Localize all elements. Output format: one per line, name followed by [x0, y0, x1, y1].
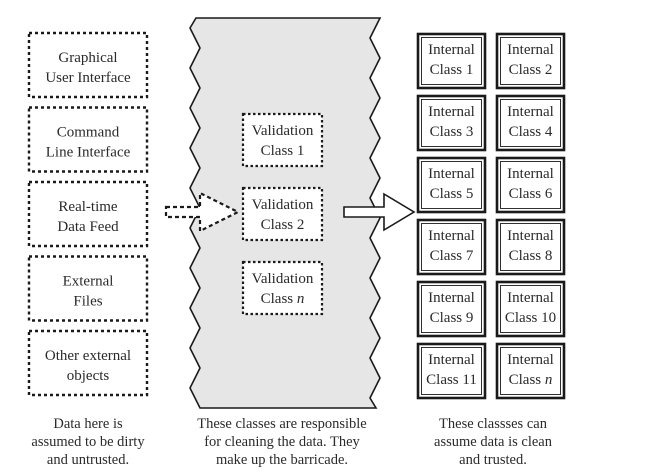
- internal-class-label: Internal: [428, 290, 475, 306]
- caption-line: assumed to be dirty: [31, 434, 145, 450]
- caption-line: and untrusted.: [47, 452, 129, 468]
- internal-class-label: Class 10: [505, 310, 556, 326]
- caption-line: These classses can: [439, 416, 548, 432]
- internal-class-label: Class 3: [430, 124, 474, 140]
- source-label: Command: [57, 125, 120, 141]
- clean-data-arrow: [343, 192, 416, 232]
- source-label: Data Feed: [57, 219, 119, 235]
- internal-class-label: Internal: [507, 104, 554, 120]
- internal-class-label: Class 5: [430, 186, 474, 202]
- source-label: External: [63, 274, 114, 290]
- validation-class-label: Validation: [252, 271, 314, 287]
- internal-class-label: Class 2: [509, 62, 553, 78]
- internal-class-label: Class 6: [509, 186, 553, 202]
- internal-class-label: Class 4: [509, 124, 553, 140]
- internal-class-label: Class 9: [430, 310, 474, 326]
- source-box: Other external objects: [27, 329, 149, 397]
- source-label: Line Interface: [46, 145, 131, 161]
- validation-class-label: Validation: [252, 197, 314, 213]
- internal-class-label: Internal: [428, 352, 475, 368]
- internal-class-label: Internal: [428, 42, 475, 58]
- caption-middle: These classes are responsible for cleanin…: [197, 416, 367, 468]
- internal-class-label: Internal: [507, 290, 554, 306]
- internal-class-label: Class 11: [426, 372, 477, 388]
- internal-class-label: Class 8: [509, 248, 553, 264]
- caption-line: make up the barricade.: [216, 452, 348, 468]
- source-label: objects: [67, 368, 110, 384]
- caption-right: These classses can assume data is clean an…: [434, 416, 553, 468]
- caption-left: Data here is assumed to be dirty and untru…: [31, 416, 145, 468]
- internal-class-label: Internal: [507, 228, 554, 244]
- caption-line: Data here is: [53, 416, 123, 432]
- validation-class-label: Class 1: [261, 143, 305, 159]
- internal-class-label: Internal: [507, 166, 554, 182]
- internal-class-label: Internal: [507, 352, 554, 368]
- validation-class-label: Class 2: [261, 217, 305, 233]
- caption-line: These classes are responsible: [197, 416, 367, 432]
- validation-class-label: Class n: [261, 291, 305, 307]
- validation-class-label: Validation: [252, 123, 314, 139]
- caption-line: for cleaning the data. They: [204, 434, 360, 450]
- caption-line: assume data is clean: [434, 434, 553, 450]
- source-label: Other external: [45, 348, 131, 364]
- internal-class-label: Internal: [428, 166, 475, 182]
- internal-class-label: Class n: [509, 372, 553, 388]
- dirty-data-arrow: [164, 191, 241, 233]
- internal-class-label: Internal: [428, 228, 475, 244]
- internal-class-label: Class 7: [430, 248, 474, 264]
- caption-line: and trusted.: [459, 452, 527, 468]
- internal-class-label: Internal: [507, 42, 554, 58]
- internal-class-label: Class 1: [430, 62, 474, 78]
- source-label: Files: [73, 294, 102, 310]
- source-label: User Interface: [45, 70, 131, 86]
- source-label: Graphical: [58, 50, 117, 66]
- source-label: Real-time: [58, 199, 117, 215]
- internal-class-label: Internal: [428, 104, 475, 120]
